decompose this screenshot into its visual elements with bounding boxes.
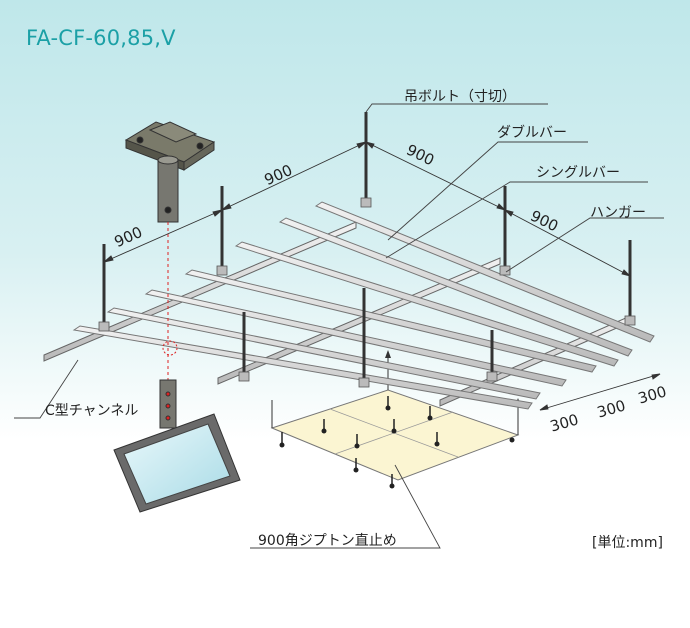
label-hanging-bolt: 吊ボルト（寸切） <box>404 89 516 105</box>
hangers <box>98 197 636 388</box>
label-double-bar: ダブルバー <box>497 125 567 141</box>
leader-lines <box>14 103 664 549</box>
label-gypsum: 900角ジプトン直止め <box>258 533 397 549</box>
page-title: FA-CF-60,85,V <box>26 26 176 50</box>
label-hanger: ハンガー <box>590 205 646 221</box>
label-unit: [単位:mm] <box>592 535 663 551</box>
monitor <box>113 413 241 513</box>
screws <box>279 396 515 489</box>
suspension-line <box>162 222 178 380</box>
monitor-mount <box>159 379 177 429</box>
label-single-bar: シングルバー <box>536 165 620 181</box>
hanging-bolts <box>102 112 632 382</box>
label-c-channel: C型チャンネル <box>45 403 139 419</box>
dimension-lines <box>103 141 661 411</box>
hanging-bracket <box>124 121 216 223</box>
